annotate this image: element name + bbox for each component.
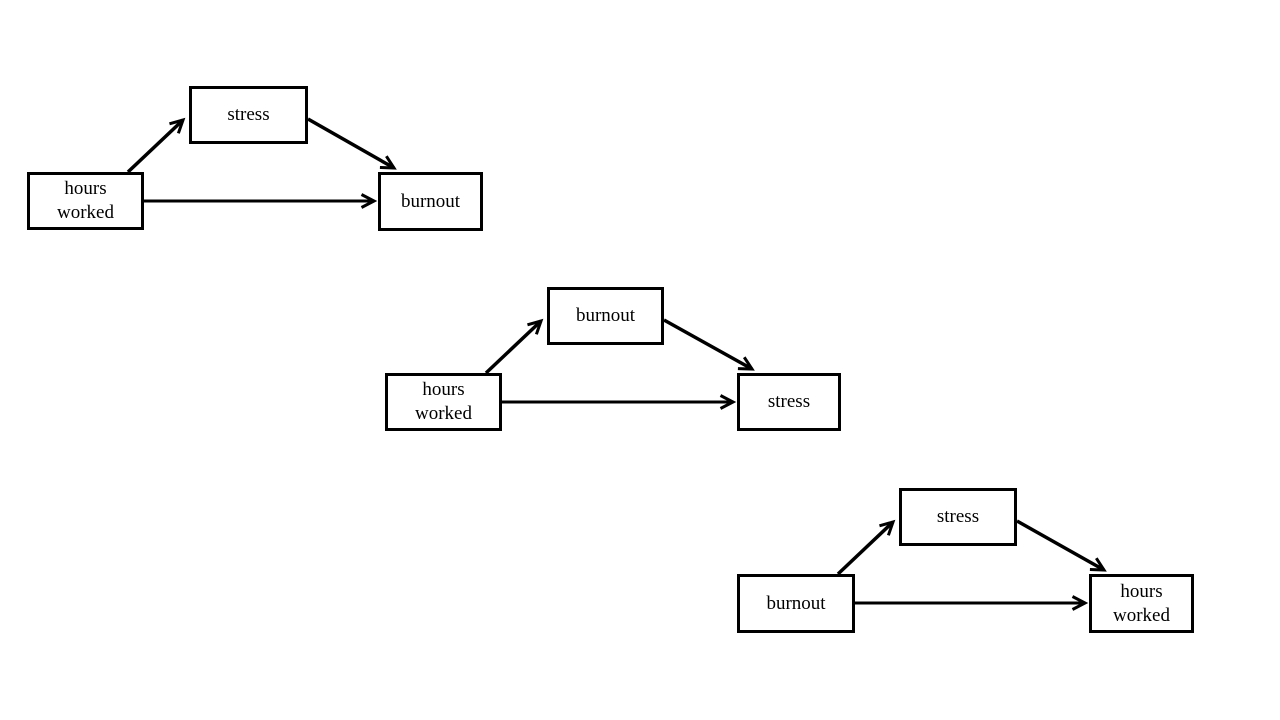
d2-arrow-burnout-to-stress <box>663 318 755 371</box>
d2-node-hours-worked-label: hours worked <box>415 379 472 424</box>
d3-arrow-burnout-to-stress <box>836 519 896 576</box>
d2-arrow-hours-worked-to-burnout <box>484 318 544 375</box>
d3-arrow-stress-to-hours-worked <box>1016 519 1107 572</box>
d1-node-burnout: burnout <box>378 172 483 231</box>
d3-node-hours-worked-label: hours worked <box>1113 580 1170 626</box>
d2-node-burnout: burnout <box>547 287 664 345</box>
d2-node-stress-label: stress <box>767 391 811 413</box>
d3-node-burnout-label: burnout <box>766 592 826 614</box>
d1-node-stress-label: stress <box>227 104 270 126</box>
d2-node-hours-worked: hours worked <box>385 373 502 431</box>
d3-node-stress: stress <box>899 488 1017 546</box>
d2-node-burnout-label: burnout <box>575 305 636 327</box>
d3-node-burnout: burnout <box>737 574 855 633</box>
d1-arrow-hours-worked-to-stress <box>126 117 186 174</box>
d1-node-stress: stress <box>189 86 308 144</box>
d2-node-stress: stress <box>737 373 841 431</box>
d1-node-hours-worked: hours worked <box>27 172 144 230</box>
d1-node-hours-worked-label: hours worked <box>57 178 114 223</box>
d1-node-burnout-label: burnout <box>400 190 461 212</box>
d3-node-stress-label: stress <box>936 506 980 528</box>
d1-arrow-stress-to-burnout <box>307 117 397 170</box>
d3-node-hours-worked: hours worked <box>1089 574 1194 633</box>
